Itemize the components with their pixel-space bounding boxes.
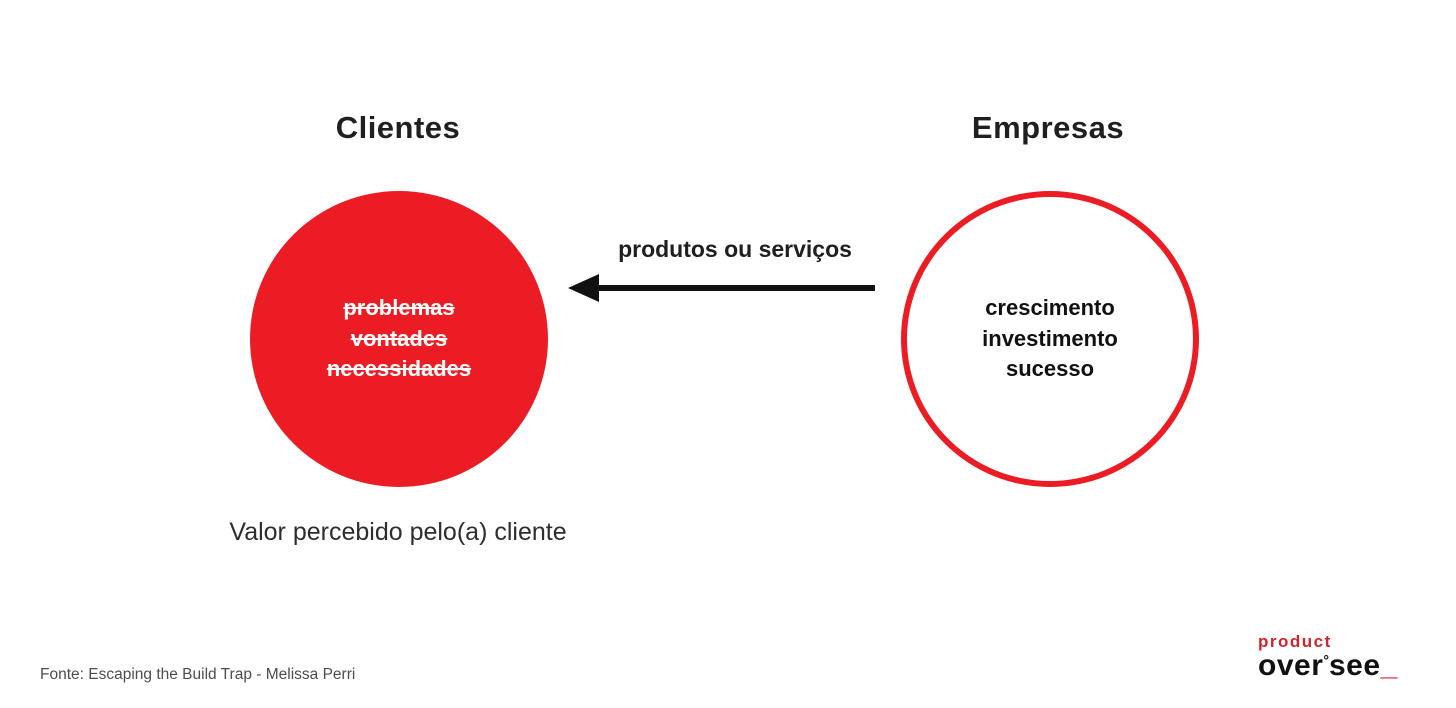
clientes-circle: problemas vontades necessidades xyxy=(250,191,548,487)
left-circle-title: Clientes xyxy=(335,110,461,145)
logo-underscore: _ xyxy=(1380,649,1398,682)
logo-text-part: ove xyxy=(1258,649,1312,682)
empresas-circle: crescimento investimento sucesso xyxy=(901,191,1199,487)
logo-degree-mark: ° xyxy=(1323,652,1329,668)
right-circle-item: sucesso xyxy=(1005,356,1095,382)
right-circle-item: investimento xyxy=(982,325,1118,351)
arrow-head-left-icon xyxy=(568,274,599,302)
arrow-label: produtos ou serviços xyxy=(618,236,852,262)
logo-oversee-text: over°see_ xyxy=(1258,651,1428,681)
left-circle-item: vontades xyxy=(350,325,448,351)
arrow-line xyxy=(596,285,875,291)
left-circle-caption: Valor percebido pelo(a) cliente xyxy=(229,518,567,546)
logo-text-part: r xyxy=(1311,649,1324,682)
right-circle-title: Empresas xyxy=(971,110,1125,145)
left-circle-item: problemas xyxy=(343,295,455,321)
product-oversee-logo: product over°see_ xyxy=(1258,633,1428,681)
right-circle-item: crescimento xyxy=(985,295,1115,321)
source-note: Fonte: Escaping the Build Trap - Melissa… xyxy=(40,666,356,683)
left-circle-item: necessidades xyxy=(326,356,472,382)
logo-product-text: product xyxy=(1258,632,1332,651)
logo-text-part: see xyxy=(1329,649,1381,682)
